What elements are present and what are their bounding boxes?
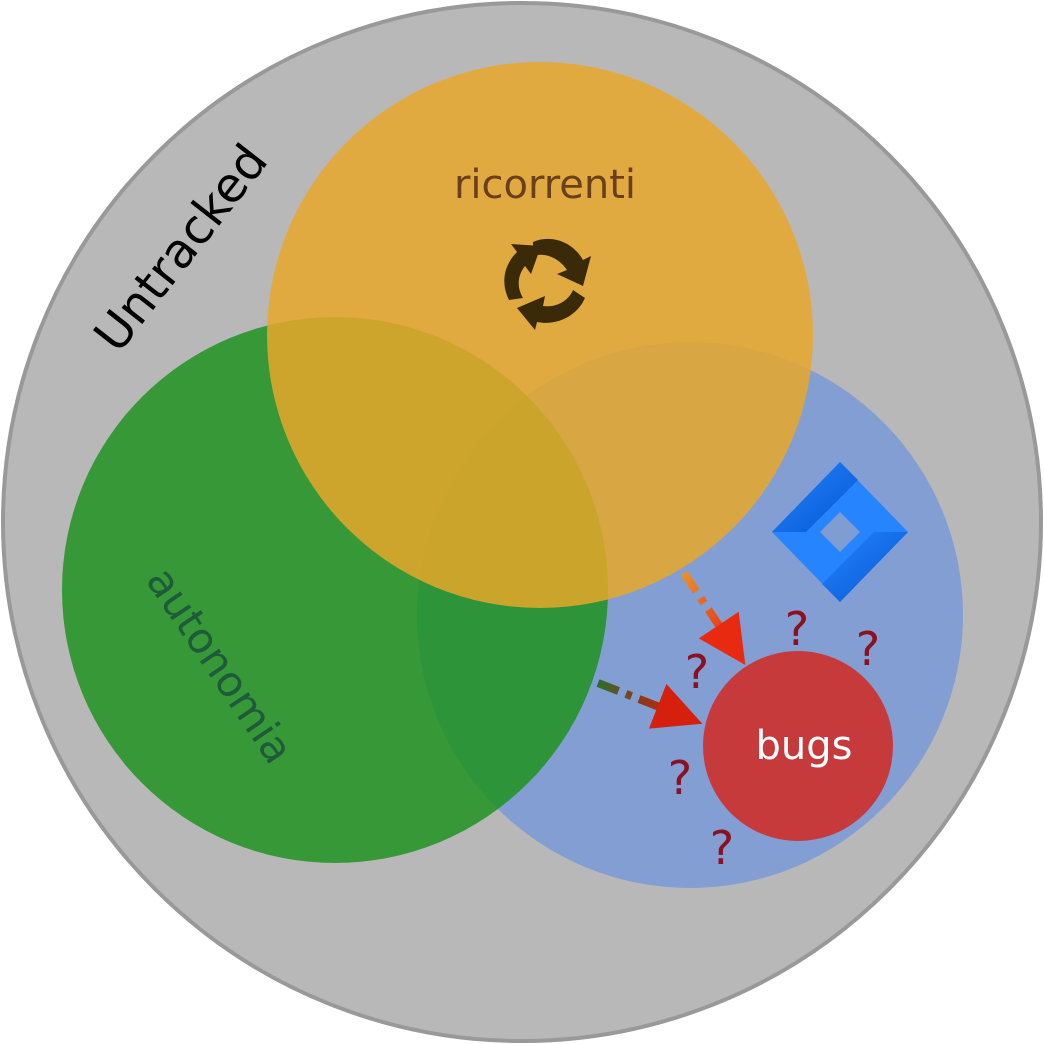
question-mark: ?	[856, 622, 880, 676]
question-mark: ?	[710, 821, 734, 875]
arrow-autonomia-to-bugs	[596, 679, 703, 729]
recycle-arrows-icon	[504, 238, 591, 330]
question-mark: ?	[685, 645, 709, 699]
bugs-label: bugs	[756, 723, 853, 769]
arrow-ricorrenti-to-bugs	[680, 570, 746, 665]
question-mark: ?	[785, 602, 809, 656]
bugs-circle	[703, 651, 893, 841]
jira-logo-icon	[772, 462, 908, 602]
ricorrenti-circle	[267, 62, 813, 608]
ricorrenti-label: ricorrenti	[454, 162, 636, 208]
question-mark: ?	[668, 751, 692, 805]
